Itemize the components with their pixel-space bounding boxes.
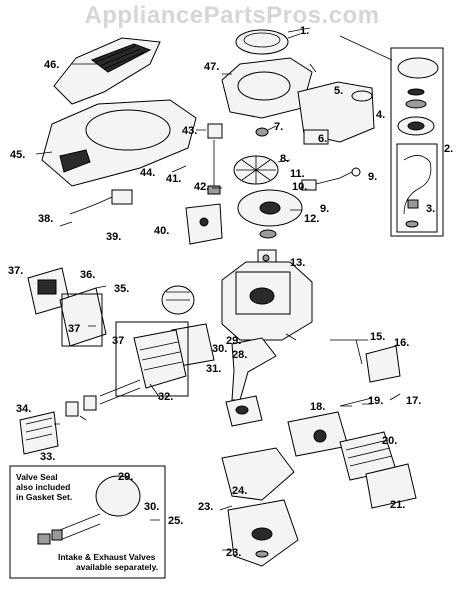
callout-28: 28.: [232, 349, 247, 361]
callout-21: 21.: [390, 499, 405, 511]
callout-41: 41.: [166, 173, 181, 185]
ignition-module: [69, 189, 133, 215]
callout-32: 32.: [158, 391, 173, 403]
brake-linkage: [299, 167, 361, 191]
callout-30a: 30.: [212, 343, 227, 355]
callout-6: 6.: [318, 133, 327, 145]
callout-15: 15.: [370, 331, 385, 343]
crankshaft: [231, 337, 277, 401]
callout-44: 44.: [140, 167, 155, 179]
rope-guide-detail-box: [396, 143, 438, 233]
callout-42: 42.: [194, 181, 209, 193]
engine-shroud: [41, 99, 197, 187]
callout-23a: 23.: [198, 501, 213, 513]
starter-detail-box: [390, 47, 444, 237]
callout-16: 16.: [394, 337, 409, 349]
throttle-control: [330, 339, 401, 383]
callout-10: 10.: [292, 181, 307, 193]
valve-seal-note-line3: in Gasket Set.: [16, 492, 72, 502]
starter-components: [397, 57, 439, 228]
callout-30b: 30.: [144, 501, 159, 513]
muffler: [27, 267, 107, 347]
engine-block: [221, 261, 313, 341]
callout-29a: 29.: [226, 335, 241, 347]
callout-33: 33.: [40, 451, 55, 463]
callout-3: 3.: [426, 203, 435, 215]
muffler-end: [19, 411, 59, 455]
callout-37b: 37: [68, 323, 80, 335]
callout-1: 1.: [300, 25, 309, 37]
callout-39: 39.: [106, 231, 121, 243]
callout-18: 18.: [310, 401, 325, 413]
callout-31: 31.: [206, 363, 221, 375]
callout-12: 12.: [304, 213, 319, 225]
callout-9b: 9.: [320, 203, 329, 215]
callout-35: 35.: [114, 283, 129, 295]
callout-7: 7.: [274, 121, 283, 133]
oil-sump: [221, 447, 299, 567]
valves-note-line2: available separately.: [76, 562, 158, 572]
callout-8: 8.: [280, 153, 289, 165]
callout-9a: 9.: [368, 171, 377, 183]
callout-19: 19.: [368, 395, 383, 407]
air-filter-cover: [365, 463, 417, 509]
air-filter-base: [287, 411, 349, 457]
head-detail-box: [115, 321, 189, 397]
callout-4: 4.: [376, 109, 385, 121]
callout-47: 47.: [204, 61, 219, 73]
callout-20: 20.: [382, 435, 397, 447]
cylinder-head-inset-box: [9, 465, 166, 579]
callout-37a: 37.: [8, 265, 23, 277]
callout-2: 2.: [444, 143, 453, 155]
callout-5: 5.: [334, 85, 343, 97]
inset-cylinder-head: [37, 475, 141, 545]
exhaust-gaskets: [65, 379, 141, 417]
flywheel-assembly: [233, 127, 303, 239]
throttle-bracket: [207, 123, 223, 195]
fuel-tank: [297, 81, 375, 145]
primer-bulb-line: [339, 397, 373, 407]
callout-43: 43.: [182, 125, 197, 137]
callout-11: 11.: [290, 168, 305, 180]
governor-bracket: [185, 203, 223, 245]
piston: [161, 285, 195, 315]
carburetor: [225, 395, 263, 427]
callout-37c: 37: [112, 335, 124, 347]
callout-25: 25.: [168, 515, 183, 527]
callout-24: 24.: [232, 485, 247, 497]
blower-housing: [221, 57, 313, 119]
recoil-starter: [235, 29, 301, 55]
valves-note-line1: Intake & Exhaust Valves: [58, 552, 156, 562]
cylinder-head: [133, 329, 187, 389]
callout-46: 46.: [44, 59, 59, 71]
callout-34: 34.: [16, 403, 31, 415]
engine-top-cover: [53, 37, 161, 105]
valve-seal-note-line2: also included: [16, 482, 70, 492]
callout-38: 38.: [38, 213, 53, 225]
callout-17: 17.: [406, 395, 421, 407]
callout-40: 40.: [154, 225, 169, 237]
callout-45: 45.: [10, 149, 25, 161]
callout-13: 13.: [290, 257, 305, 269]
leader-lines: [35, 27, 401, 551]
callout-23b: 23.: [226, 547, 241, 559]
valve-seal-note-line1: Valve Seal: [16, 472, 58, 482]
callout-29b: 29.: [118, 471, 133, 483]
watermark: AppliancePartsPros.com: [84, 2, 380, 29]
callout-36: 36.: [80, 269, 95, 281]
